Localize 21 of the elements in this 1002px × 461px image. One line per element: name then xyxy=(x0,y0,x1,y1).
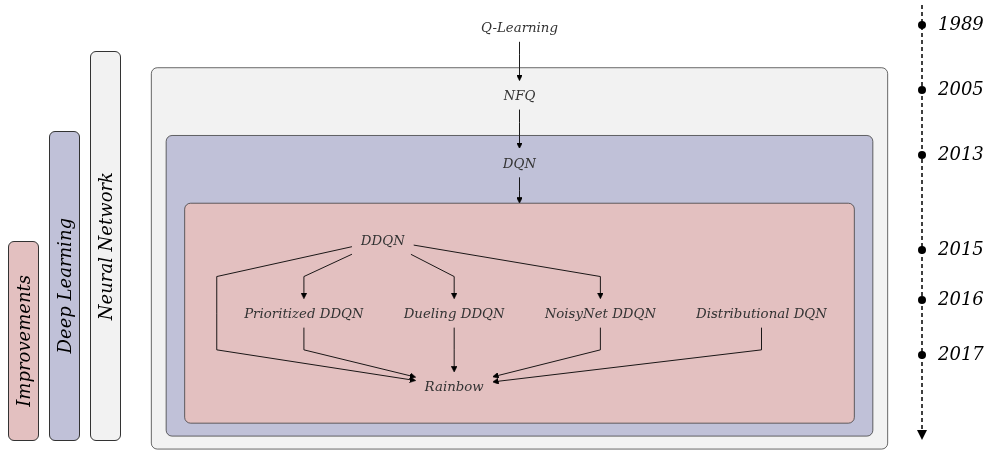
node-text: Q-Learning xyxy=(481,19,558,35)
node-text: Prioritized DDQN xyxy=(244,304,364,321)
year-label: 2005 xyxy=(938,78,984,99)
node-text: Distributional DQN xyxy=(696,304,827,321)
year-label: 1989 xyxy=(938,13,984,34)
cluster xyxy=(165,134,874,436)
node-text: DQN xyxy=(502,154,537,171)
year-label: 2013 xyxy=(938,143,984,164)
node-text: NoisyNet DDQN xyxy=(544,304,657,321)
year-label: 2016 xyxy=(938,288,984,309)
cluster xyxy=(184,202,855,424)
cluster xyxy=(150,66,889,449)
legend-label: Deep Learning xyxy=(54,218,75,354)
year-label: 2015 xyxy=(938,238,984,259)
legend-label: Neural Network xyxy=(95,171,116,321)
legend-label: Improvements xyxy=(13,275,34,407)
node-text: Dueling DDQN xyxy=(403,304,505,321)
node-text: Rainbow xyxy=(424,378,484,394)
node-text: NFQ xyxy=(503,86,536,103)
node-text: DDQN xyxy=(360,231,405,248)
year-label: 2017 xyxy=(938,343,984,364)
